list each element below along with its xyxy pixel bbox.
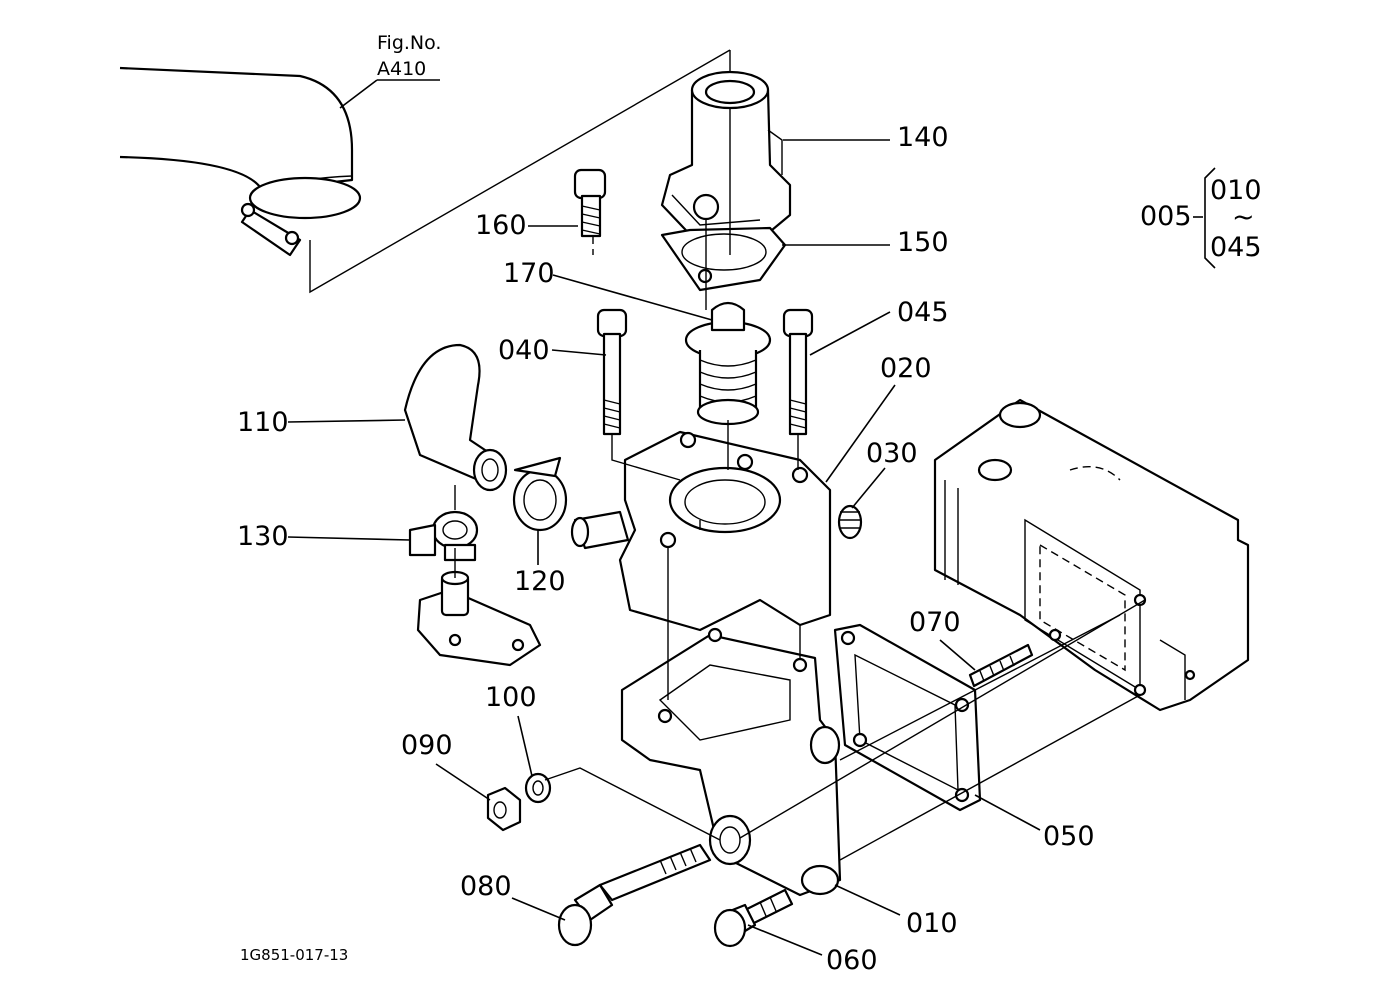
svg-text:045: 045 — [897, 297, 949, 328]
radiator-hose-a410 — [119, 49, 731, 294]
callout-120: 120 — [514, 530, 566, 597]
assembly-range-tilde: ~ — [1232, 202, 1255, 233]
bolt-040-part — [596, 308, 628, 436]
svg-text:080: 080 — [460, 871, 512, 902]
svg-text:090: 090 — [401, 730, 453, 761]
svg-text:110: 110 — [237, 407, 289, 438]
assembly-code: 005 — [1140, 201, 1192, 232]
stud-part — [968, 643, 1034, 688]
assembly-group-bracket: 005 010 ~ 045 — [1140, 167, 1262, 269]
thermostat-part — [684, 301, 772, 426]
svg-text:150: 150 — [897, 227, 949, 258]
svg-text:010: 010 — [906, 908, 958, 939]
svg-text:160: 160 — [475, 210, 527, 241]
callout-040: 040 — [498, 335, 607, 366]
figure-reference-number: A410 — [377, 58, 426, 80]
plug-part — [837, 504, 863, 540]
svg-text:070: 070 — [909, 607, 961, 638]
callout-100: 100 — [485, 682, 537, 777]
assembly-range-end: 045 — [1210, 232, 1262, 263]
callout-140: 140 — [783, 122, 949, 153]
callout-150: 150 — [782, 227, 949, 258]
svg-text:100: 100 — [485, 682, 537, 713]
stud-bolt-part — [557, 843, 712, 947]
callout-070: 070 — [909, 607, 976, 671]
svg-text:140: 140 — [897, 122, 949, 153]
flange-gasket-part — [833, 623, 982, 812]
thermostat-outlet-part — [660, 70, 792, 247]
hose-clamp-120-part — [512, 456, 568, 532]
callout-050: 050 — [974, 794, 1095, 852]
callout-080: 080 — [460, 871, 566, 921]
drawing-code: 1G851-017-13 — [240, 946, 348, 964]
outlet-bolt-part — [573, 168, 607, 255]
callout-010: 010 — [834, 884, 958, 939]
svg-text:170: 170 — [503, 258, 555, 289]
bypass-hose-part — [403, 343, 508, 492]
svg-text:120: 120 — [514, 566, 566, 597]
water-flange-part — [620, 627, 842, 897]
callout-060: 060 — [747, 924, 878, 976]
svg-text:050: 050 — [1043, 821, 1095, 852]
figure-reference: Fig.No. A410 — [339, 32, 441, 109]
outlet-gasket-part — [660, 226, 787, 292]
svg-text:040: 040 — [498, 335, 550, 366]
svg-text:130: 130 — [237, 521, 289, 552]
svg-text:060: 060 — [826, 945, 878, 976]
thermostat-housing-part — [570, 430, 832, 632]
assembly-range-start: 010 — [1210, 175, 1262, 206]
nut-part — [486, 786, 522, 832]
callout-160: 160 — [475, 210, 578, 241]
pipe-fitting-part — [416, 570, 542, 667]
figure-reference-title: Fig.No. — [377, 32, 441, 54]
callout-020: 020 — [825, 353, 932, 483]
bolt-045-part — [782, 308, 814, 436]
callout-130: 130 — [237, 521, 411, 552]
callout-170: 170 — [503, 258, 713, 321]
assembly-guide-lines — [454, 108, 1146, 861]
svg-text:030: 030 — [866, 438, 918, 469]
hose-clamp-130-part — [408, 510, 479, 562]
bolt-060-part — [713, 888, 794, 948]
cylinder-head-part — [933, 398, 1250, 712]
callout-090: 090 — [401, 730, 491, 801]
callout-110: 110 — [237, 407, 406, 438]
callout-030: 030 — [851, 438, 918, 509]
callout-045: 045 — [809, 297, 949, 356]
washer-part — [524, 772, 552, 804]
svg-text:020: 020 — [880, 353, 932, 384]
